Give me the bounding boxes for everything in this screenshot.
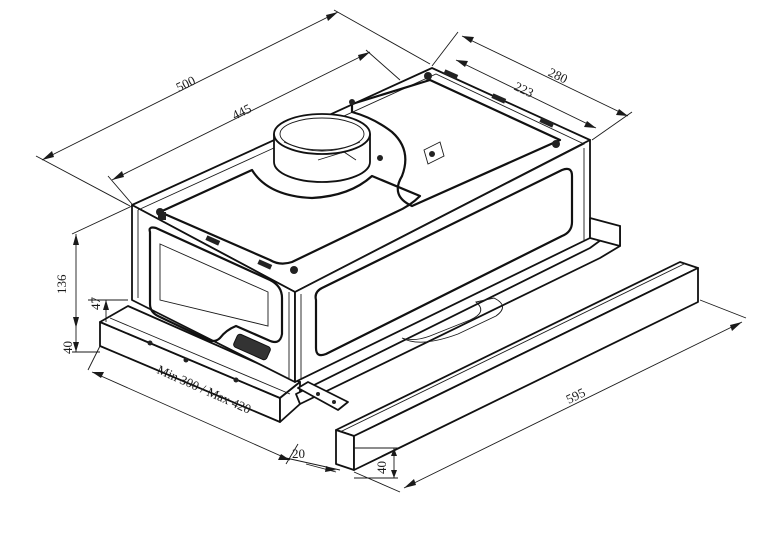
dimension-lines	[35, 9, 747, 493]
screw-icon	[183, 357, 189, 363]
dim-136-label: 136	[54, 274, 69, 294]
slot-icon	[491, 93, 507, 104]
mount-hole-icon	[424, 72, 432, 80]
top-gasket-right	[350, 78, 562, 208]
slot-icon	[158, 212, 166, 220]
screw-icon	[147, 340, 153, 346]
sliding-panel	[295, 217, 699, 471]
dim-47-label: 47	[88, 297, 103, 311]
collar-top	[273, 113, 371, 155]
mount-hole-icon	[552, 140, 560, 148]
screw-icon	[316, 392, 320, 396]
dim-445-label: 445	[230, 101, 254, 123]
dim-280-label: 280	[546, 64, 570, 86]
screw-icon	[332, 400, 336, 404]
dim-500-label: 500	[174, 73, 198, 95]
top-gasket-left	[158, 168, 422, 265]
exhaust-collar	[273, 113, 371, 183]
dim-20-label: 20	[292, 446, 305, 461]
front-bar-end	[335, 429, 355, 471]
screw-icon	[233, 377, 239, 383]
dim-595-label: 595	[564, 385, 588, 407]
slot-icon	[257, 259, 273, 270]
mount-hole-icon	[377, 155, 383, 161]
rail-end	[589, 217, 621, 247]
switch-icon	[233, 333, 271, 361]
mount-hole-icon	[349, 99, 355, 105]
side-filter-window	[314, 167, 574, 357]
hood-body	[131, 67, 591, 383]
slot-icon	[443, 69, 459, 80]
dim-40-left-label: 40	[60, 341, 75, 354]
slot-icon	[205, 235, 221, 246]
front-bar-face	[353, 267, 699, 471]
front-filter-window	[148, 226, 284, 344]
dim-40-right-label: 40	[374, 461, 389, 474]
mount-hole-icon	[290, 266, 298, 274]
bracket-icon	[429, 151, 435, 157]
slot-icon	[539, 117, 555, 128]
base-tray	[99, 305, 301, 423]
